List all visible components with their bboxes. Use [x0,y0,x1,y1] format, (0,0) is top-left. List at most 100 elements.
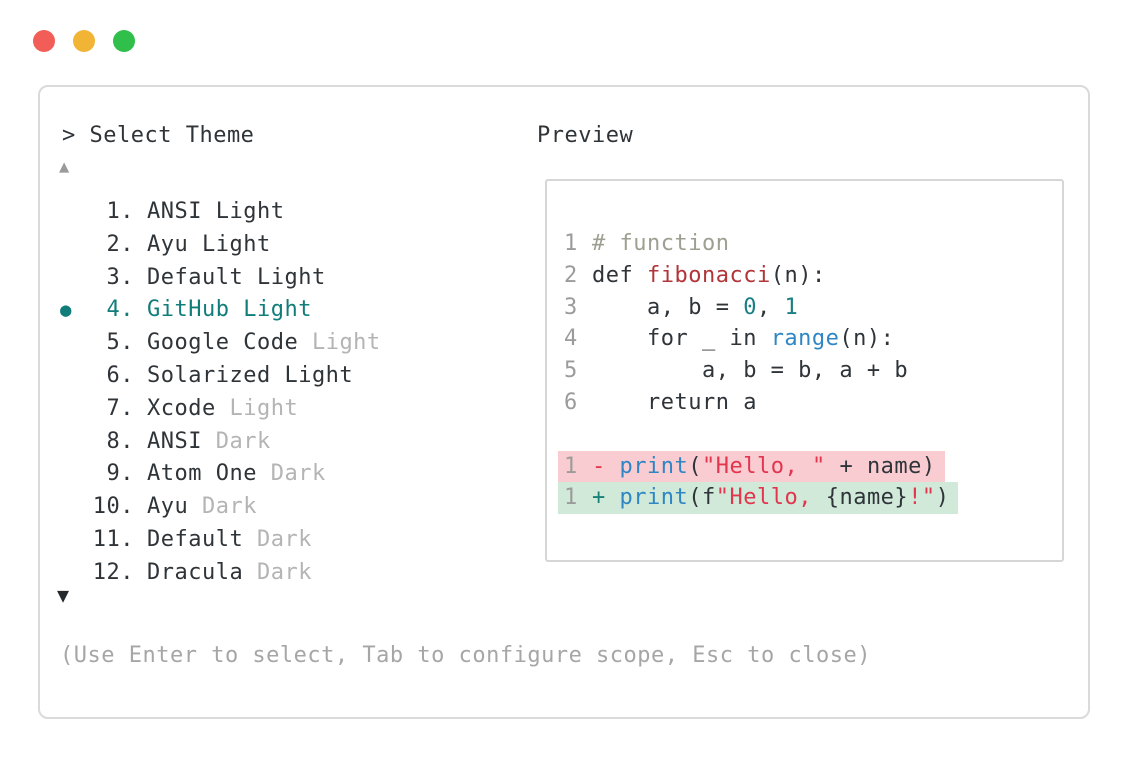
code-token: ( [688,453,702,479]
code-token: ) [935,485,950,511]
theme-list-item[interactable]: 2. Ayu Light [60,229,381,262]
line-number: 1 [564,231,578,256]
code-token: fibonacci [646,262,771,288]
theme-name: Xcode [147,395,216,421]
code-token: 1 [784,294,799,320]
theme-number: 4. [92,297,134,323]
theme-number: 10. [92,494,134,520]
theme-list-item[interactable]: ● 4. GitHub Light [60,294,381,327]
theme-mode-suffix: Dark [188,494,257,520]
line-number: 5 [564,358,578,384]
selected-bullet-icon [60,459,92,491]
theme-mode-suffix: Light [215,395,299,421]
selected-bullet-icon [60,263,92,295]
diff-line-removed: 1- print("Hello, " + name) [558,450,958,483]
theme-name: ANSI [147,428,202,454]
close-window-icon[interactable] [33,30,55,52]
blank-line [564,419,958,451]
dialog-title: > Select Theme [62,123,255,148]
selected-bullet-icon [60,492,92,524]
scroll-down-indicator-icon[interactable]: ▼ [57,583,70,607]
theme-number: 11. [92,526,134,552]
code-token: return a [592,389,757,415]
code-line: 1 # function [564,228,958,260]
code-token: print [619,485,689,511]
selected-bullet-icon: ● [60,299,72,322]
theme-list-item[interactable]: 5. Google Code Light [60,327,381,360]
selected-bullet-icon [60,361,92,393]
minimize-window-icon[interactable] [73,30,95,52]
theme-mode-suffix: Dark [243,526,312,552]
theme-name: Ayu Light [147,231,271,257]
line-number: 2 [564,262,578,288]
theme-list-item[interactable]: 8.ANSI Dark [60,426,381,459]
theme-number: 8. [92,428,134,454]
theme-name: GitHub Light [147,297,312,323]
scroll-up-indicator-icon[interactable]: ▲ [59,157,70,177]
code-token: (n): [770,262,826,288]
selected-bullet-icon [60,197,92,229]
theme-list-item[interactable]: 3. Default Light [60,262,381,295]
code-token: "Hello, [715,485,826,511]
diff-highlight: 1+ print(f"Hello, {name}!") [558,482,959,515]
diff-line-added: 1+ print(f"Hello, {name}!") [558,482,959,515]
theme-list-item[interactable]: 9.Atom One Dark [60,458,381,491]
code-line: 3 a, b = 0, 1 [564,292,958,324]
code-token: + name) [825,453,936,479]
code-token: - [592,453,620,479]
theme-number: 7. [92,395,134,421]
code-token: {name} [825,485,909,511]
code-token: 0 [743,294,757,320]
selected-bullet-icon [60,525,92,557]
code-token: print [619,453,689,479]
window-controls [33,30,135,52]
theme-number: 3. [92,264,134,290]
theme-number: 12. [92,559,134,585]
line-number: 1 [564,485,578,511]
theme-list-item[interactable]: 7. Xcode Light [60,393,381,426]
code-token: def [592,262,647,288]
theme-number: 6. [92,362,134,388]
code-token: # function [592,231,730,256]
theme-name: Google Code [147,330,299,356]
selected-bullet-icon [60,328,92,360]
theme-list-item[interactable]: 10.Ayu Dark [60,491,381,524]
theme-list-item[interactable]: 1.ANSI Light [60,196,381,229]
theme-number: 5. [92,330,134,356]
code-token: range [770,326,840,352]
code-token: + [592,485,620,511]
code-token: !" [908,485,936,511]
keyboard-hint: (Use Enter to select, Tab to configure s… [60,643,871,668]
code-token: , [756,294,785,320]
theme-list-item[interactable]: 11. Default Dark [60,524,381,557]
line-number: 6 [564,389,578,415]
theme-number: 2. [92,231,134,257]
theme-name: ANSI Light [147,199,285,224]
line-number: 4 [564,326,578,352]
zoom-window-icon[interactable] [113,30,135,52]
selected-bullet-icon [60,427,92,459]
line-number: 3 [564,294,578,320]
theme-name: Default Light [147,264,326,290]
theme-name: Dracula [147,559,244,585]
theme-name: Solarized Light [147,362,354,388]
theme-list-item[interactable]: 6. Solarized Light [60,360,381,393]
theme-mode-suffix: Light [298,330,381,356]
theme-name: Default [147,526,244,552]
code-line: 5 a, b = b, a + b [564,355,958,387]
preview-pane-title: Preview [537,123,634,148]
code-token: "Hello, " [701,453,826,479]
theme-list: 1.ANSI Light 2. Ayu Light 3. Default Light… [60,196,381,590]
selected-bullet-icon [60,230,92,262]
code-token: for _ in [592,326,771,352]
code-line: 6 return a [564,387,958,419]
theme-number: 9. [92,461,134,487]
theme-mode-suffix: Dark [256,461,326,487]
code-token: a, b = [592,294,744,320]
theme-selector-dialog: > Select Theme Preview ▲ 1.ANSI Light 2.… [38,85,1090,719]
theme-list-item[interactable]: 12.Dracula Dark [60,557,381,590]
diff-highlight: 1- print("Hello, " + name) [558,450,945,483]
code-token: (n): [839,326,895,352]
